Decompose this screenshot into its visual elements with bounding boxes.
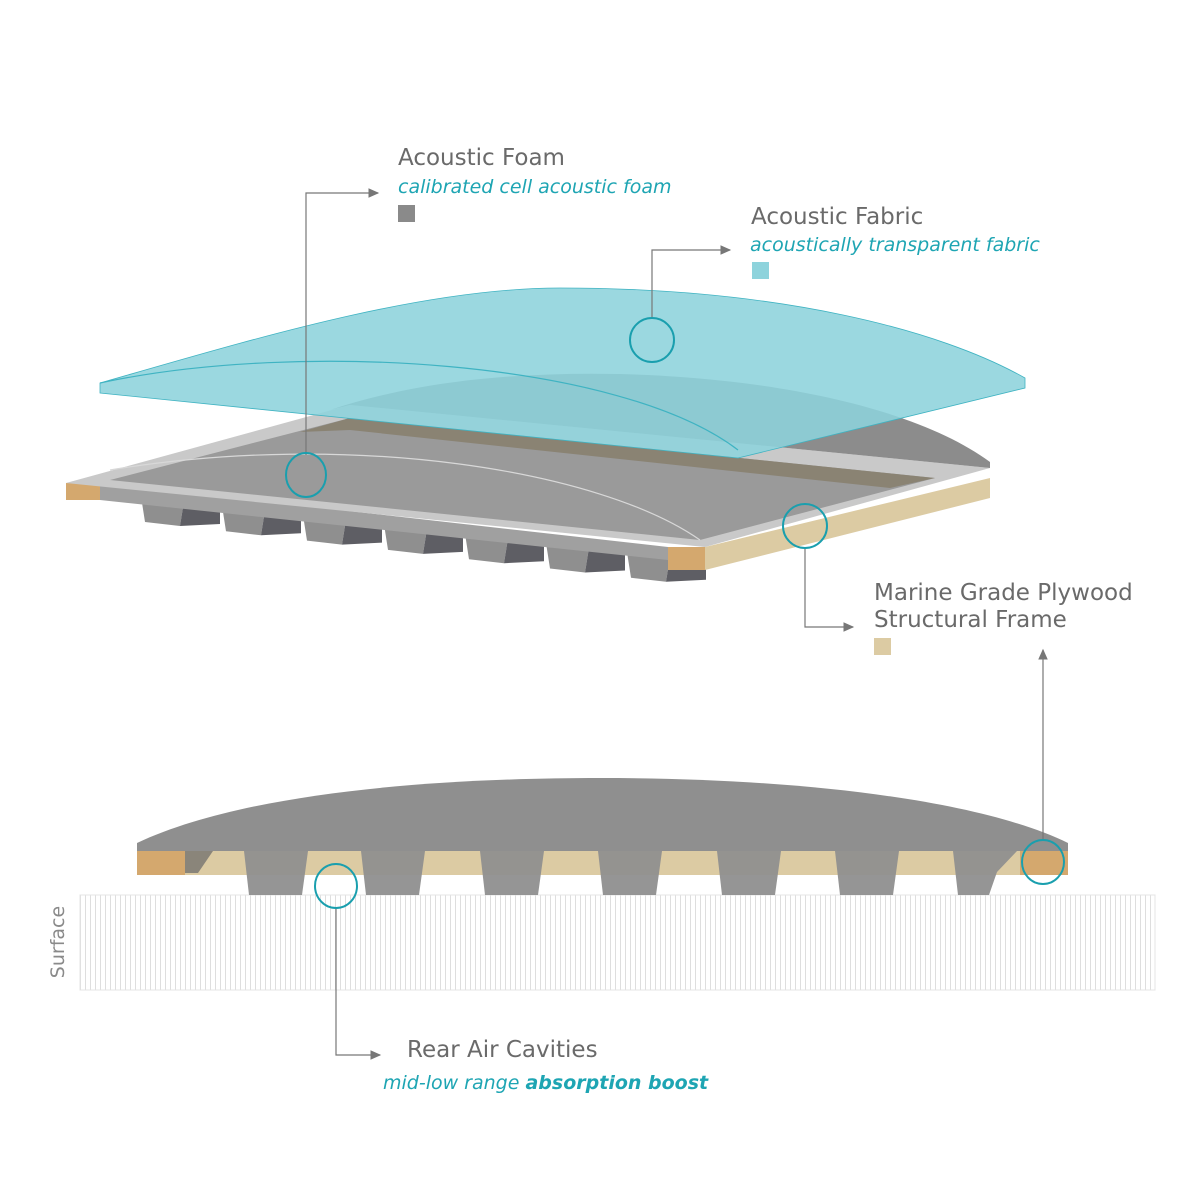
foam-title: Acoustic Foam	[398, 145, 565, 171]
foam-front-curve	[109, 453, 701, 541]
plywood-side-callout-ring	[1021, 839, 1065, 885]
side-foam-tooth	[953, 851, 1017, 895]
top-panel	[66, 287, 1026, 582]
fabric-callout-ring	[629, 317, 675, 363]
side-view-panel	[79, 778, 1156, 991]
side-foam-left-wedge	[185, 851, 213, 873]
leader-lines	[285, 188, 1065, 1060]
plywood-title-line1: Marine Grade Plywood	[874, 580, 1133, 606]
frame-right-side	[705, 478, 990, 570]
label-foam: Acoustic Foam calibrated cell acoustic f…	[398, 145, 671, 222]
fabric-title: Acoustic Fabric	[751, 204, 923, 230]
side-plywood-left-end	[137, 851, 185, 875]
side-foam-tooth	[244, 851, 308, 895]
foam-inset	[110, 418, 935, 540]
plywood-swatch	[874, 638, 891, 655]
side-foam-tooth	[717, 851, 781, 895]
cavities-callout-ring	[314, 863, 358, 909]
label-fabric: Acoustic Fabric acoustically transparent…	[750, 204, 1040, 279]
fabric-swatch	[752, 262, 769, 279]
plywood-leader	[804, 548, 855, 632]
side-foam-tooth	[835, 851, 899, 895]
foam-callout-ring	[285, 452, 327, 498]
cavities-subtitle-bold: absorption boost	[525, 1072, 709, 1094]
cavities-leader	[335, 908, 382, 1060]
fabric-sheet	[99, 287, 1026, 459]
side-foam-tooth	[361, 851, 425, 895]
fabric-leader	[651, 245, 732, 318]
cavities-subtitle: mid-low range absorption boost	[383, 1072, 709, 1094]
side-foam-dome	[137, 778, 1068, 851]
fabric-subtitle: acoustically transparent fabric	[750, 234, 1040, 256]
label-plywood: Marine Grade Plywood Structural Frame	[874, 580, 1133, 655]
cavities-title: Rear Air Cavities	[407, 1037, 598, 1063]
side-foam-teeth	[244, 851, 1017, 895]
foam-inset-rim	[300, 418, 935, 488]
frame-front-side	[100, 483, 668, 560]
foam-subtitle: calibrated cell acoustic foam	[398, 176, 671, 198]
cavities-subtitle-plain: mid-low range	[383, 1072, 525, 1094]
foam-swatch	[398, 205, 415, 222]
label-cavities: Rear Air Cavities mid-low range absorpti…	[383, 1037, 709, 1094]
side-plywood-right-end	[1020, 851, 1068, 875]
fabric-edge-curve	[99, 360, 739, 451]
surface-label: Surface	[47, 906, 69, 978]
side-foam-tooth	[598, 851, 662, 895]
foam-leader	[305, 188, 380, 455]
side-foam-tooth	[480, 851, 544, 895]
frame-left-end	[66, 483, 100, 500]
surface-block	[79, 894, 1156, 991]
frame-right-end	[668, 547, 705, 570]
plywood-callout-ring	[782, 503, 828, 549]
plywood-title-line2: Structural Frame	[874, 607, 1067, 633]
